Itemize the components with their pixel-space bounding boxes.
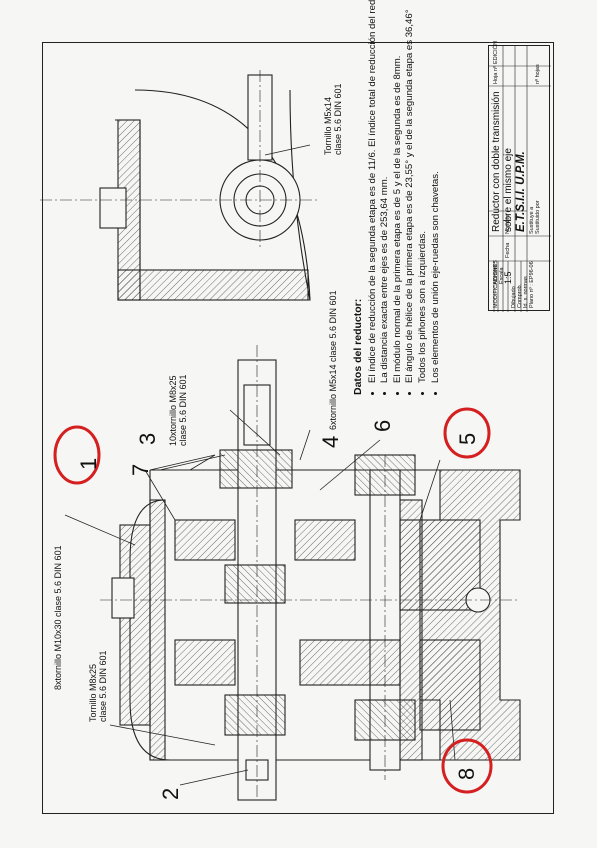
markup-circle-8 [441,738,493,794]
notes-heading: Datos del reductor: [352,298,364,395]
tb-title-line2: sobre el mismo eje [503,148,514,232]
reducer-notes: Datos del reductor: El índice de reducci… [352,0,443,395]
tb-sheet-number: Hoja nº [493,66,499,84]
note-item: El módulo normal de la primera etapa es … [392,56,405,383]
markup-circle-5 [443,407,491,459]
callout-m10-screws: 8xtornillo M10x30 clase 5.6 DIN 601 [53,545,63,690]
part-number-1: 1 [76,457,101,470]
tb-school: E.T.S.I.I. U.P.M. [515,151,527,232]
note-item: Los elementos de unión eje-ruedas son ch… [430,75,443,383]
tb-scale: 1:5 [503,271,513,284]
part-number-5: 5 [455,432,480,445]
callout-m8-left-line2: clase 5.6 DIN 601 [98,650,108,722]
note-item: El índice de reducción de la segunda eta… [367,0,380,383]
sheet-border [42,42,554,814]
callout-m5-side-line1: Tornillo M5x14 [323,96,333,155]
part-number-2: 2 [158,787,183,800]
callout-m8-top-line2: clase 5.6 DIN 601 [178,374,188,446]
red-markups [53,407,493,794]
callout-m5-side-line2: clase 5.6 DIN 601 [333,83,343,155]
part-number-8: 8 [454,767,479,780]
title-block-grid [489,46,551,312]
callout-m8-left-line1: Tornillo M8x25 [88,663,98,722]
notes-list: El índice de reducción de la segunda eta… [367,0,443,395]
note-item: La distancia exacta entre ejes es de 253… [379,75,392,383]
callout-m5-screws: 6xtornillo M5x14 clase 5.6 DIN 601 [328,290,338,430]
tb-edition: EDICIÓN [493,41,499,64]
callout-m8-top-line1: 10xtornillo M8x25 [168,375,178,446]
title-block: MODIFICACIONES EDICIÓN Fecha Nombre Dibu… [488,41,551,312]
note-item: Todos los piñones son a izquierdas. [417,75,430,383]
tb-substituted-by: Sustituido por [535,200,541,234]
tb-date-label: Fecha [505,242,511,258]
gearbox-side-view [40,70,320,301]
part-number-7: 7 [128,463,153,476]
markup-circle-1 [53,425,101,485]
gearbox-section-view [100,345,521,801]
note-item: El ángulo de hélice de la primera etapa … [404,9,417,383]
part-number-6: 6 [370,419,395,432]
part-number-4: 4 [318,435,343,448]
tb-sheet-count: nº hojas [535,64,541,84]
tb-plane-number: Plano nº : EP96-06 [529,261,535,308]
part-number-3: 3 [135,432,160,445]
leader-lines [64,144,456,786]
tb-number-label: Número [493,264,499,284]
tb-title-line1: Reductor con doble transmisión [491,91,502,232]
